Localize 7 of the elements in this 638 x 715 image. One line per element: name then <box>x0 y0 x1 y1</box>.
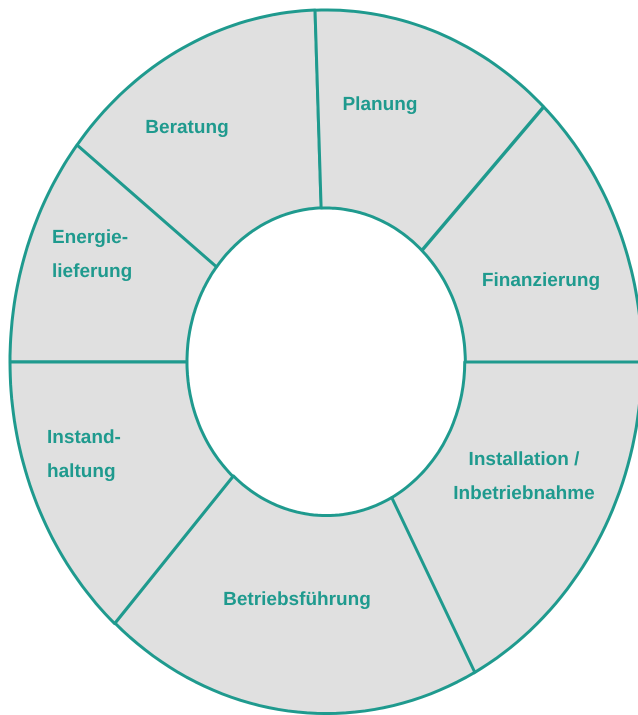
segment-label: Beratung <box>144 116 230 140</box>
segment-label: Planung <box>342 92 418 117</box>
segment-label: Installation / Inbetriebnahme <box>452 448 596 506</box>
segment-label: Finanzierung <box>480 268 602 293</box>
segment-label: Energie- lieferung <box>52 226 134 284</box>
segment-label: Betriebsführung <box>222 588 372 612</box>
segment-label: Instand- haltung <box>47 426 122 484</box>
